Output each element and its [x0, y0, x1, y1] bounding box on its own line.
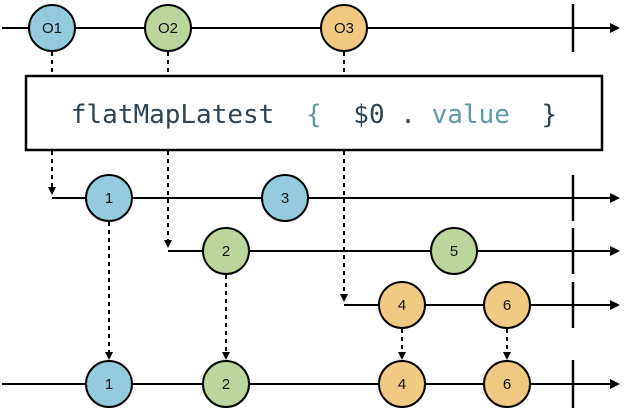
source-marble: O3	[320, 4, 368, 52]
source-marble-circle	[144, 4, 192, 52]
output-marble-label: 1	[105, 376, 113, 393]
output-marble-label: 4	[398, 376, 406, 393]
inner-marble-label: 2	[222, 243, 230, 260]
output-marble: 6	[483, 360, 531, 408]
inner-marble-circle	[430, 227, 478, 275]
output-marble-circle	[85, 360, 133, 408]
operator-param: $0	[353, 100, 384, 130]
operator-code: flatMapLatest { $0 . value }	[71, 100, 557, 130]
source-marble-label: O3	[334, 20, 354, 37]
inner-marble: 2	[202, 227, 250, 275]
output-marble-circle	[378, 360, 426, 408]
output-marble-label: 2	[222, 376, 230, 393]
output-marble: 2	[202, 360, 250, 408]
inner-marble-label: 1	[105, 190, 113, 207]
inner-marble-circle	[261, 174, 309, 222]
inner-marble-circle	[85, 174, 133, 222]
source-marble: O1	[28, 4, 76, 52]
source-marble-label: O2	[158, 20, 178, 37]
inner-marble-label: 6	[503, 297, 511, 314]
source-marble-label: O1	[42, 20, 62, 37]
inner-marble-label: 3	[281, 190, 289, 207]
source-marbles: O1 O2 O3	[28, 4, 368, 52]
inner-marble: 5	[430, 227, 478, 275]
inner-marble-label: 5	[450, 243, 458, 260]
inner-marble: 3	[261, 174, 309, 222]
operator-close-brace: }	[542, 100, 558, 130]
connectors	[52, 52, 511, 360]
inner-marble-circle	[378, 281, 426, 329]
output-marble: 1	[85, 360, 133, 408]
inner-marble: 4	[378, 281, 426, 329]
operator-property: value	[432, 100, 510, 130]
output-marble: 4	[378, 360, 426, 408]
output-marble-circle	[483, 360, 531, 408]
operator-box: flatMapLatest { $0 . value }	[24, 74, 604, 152]
source-marble: O2	[144, 4, 192, 52]
output-marbles: 1 2 4 6	[85, 360, 531, 408]
inner-marble-circle	[202, 227, 250, 275]
output-marble-label: 6	[503, 376, 511, 393]
inner-marble-circle	[483, 281, 531, 329]
inner-marble: 6	[483, 281, 531, 329]
inner-marble-label: 4	[398, 297, 406, 314]
inner-marble: 1	[85, 174, 133, 222]
output-marble-circle	[202, 360, 250, 408]
inner-marbles: 1 3 2 5 4 6	[85, 174, 531, 329]
operator-open-brace: {	[306, 100, 322, 130]
operator-dot: .	[400, 100, 416, 130]
source-marble-circle	[28, 4, 76, 52]
source-marble-circle	[320, 4, 368, 52]
operator-name: flatMapLatest	[71, 100, 275, 130]
